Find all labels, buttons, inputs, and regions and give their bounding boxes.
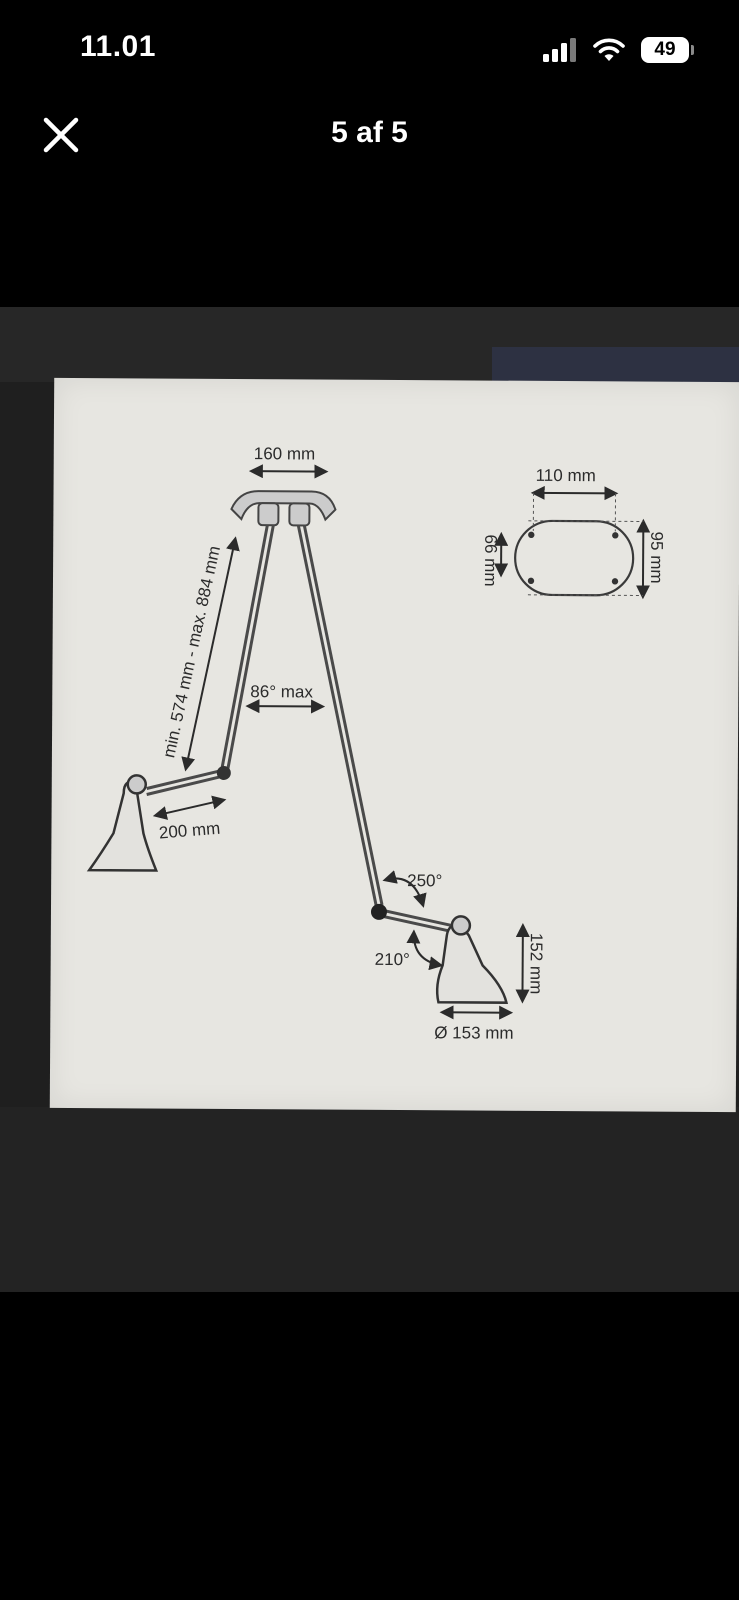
rotation-a-arc [382, 870, 427, 908]
photo-viewer-image[interactable]: 160 mm min. 574 mm - max. 884 mm 86° max… [0, 307, 739, 1292]
angle-label: 86° max [250, 682, 313, 701]
viewer-top-bar: 5 af 5 [0, 100, 739, 170]
plate-width-label: 110 mm [536, 466, 596, 485]
dimension-diagram-card: 160 mm min. 574 mm - max. 884 mm 86° max… [49, 377, 739, 1113]
left-joint-drawing [216, 765, 231, 780]
shade-diameter-label: Ø 153 mm [434, 1023, 513, 1042]
cellular-signal-icon [543, 38, 576, 62]
elbow-label: 200 mm [158, 819, 221, 843]
right-shade-drawing [435, 915, 508, 1004]
page-indicator: 5 af 5 [331, 116, 408, 149]
width-label: 160 mm [254, 444, 316, 463]
plate-height-label: 95 mm [647, 532, 666, 584]
status-bar: 11.01 49 [0, 0, 739, 100]
rotation-b-label: 210° [375, 950, 410, 969]
lamp-dimension-diagram: 160 mm min. 574 mm - max. 884 mm 86° max… [86, 444, 666, 1043]
plate-inner-label: 66 mm [481, 535, 500, 587]
viewer-bottom-area [0, 1292, 739, 1600]
close-button[interactable] [38, 112, 84, 158]
right-joint-drawing [370, 903, 387, 920]
wifi-icon [593, 38, 625, 61]
status-icons: 49 [543, 36, 694, 64]
shade-height-label: 152 mm [526, 933, 545, 995]
battery-level: 49 [654, 39, 676, 60]
battery-indicator: 49 [641, 37, 694, 63]
left-shade-drawing [86, 774, 159, 872]
status-time: 11.01 [80, 30, 156, 63]
ceiling-mount-drawing [230, 490, 337, 527]
rotation-a-label: 250° [407, 871, 442, 890]
elbow-dimension-line [152, 795, 227, 820]
mounting-plate-drawing [514, 492, 644, 597]
photo-background-bottom [0, 1107, 739, 1292]
rotation-b-arc [406, 929, 444, 971]
plate-width-dimension-line [530, 485, 619, 501]
arm-length-label: min. 574 mm - max. 884 mm [159, 544, 224, 759]
close-icon [43, 117, 79, 153]
arm-length-dimension-line [181, 536, 240, 772]
